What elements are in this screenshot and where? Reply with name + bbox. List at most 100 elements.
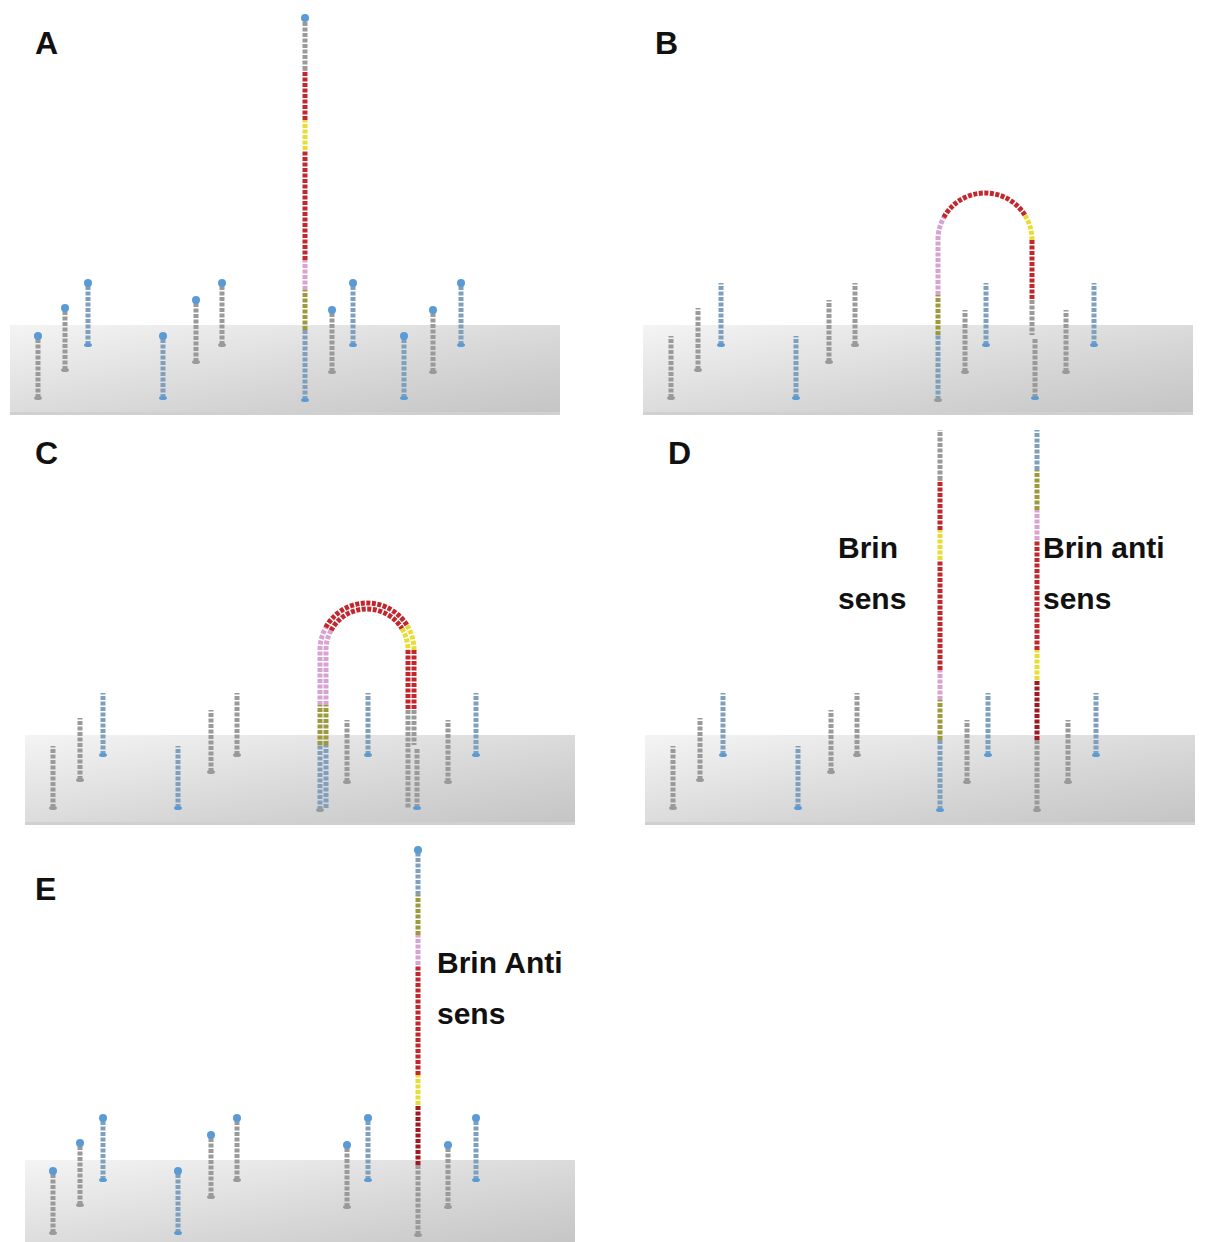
strand-label: Brin Anti sens xyxy=(437,937,587,1039)
strand-segment xyxy=(326,603,407,627)
anchor xyxy=(34,396,42,400)
anchor xyxy=(207,1195,215,1199)
strand-segment xyxy=(1094,693,1099,755)
strand-segment xyxy=(1092,283,1097,345)
anchor xyxy=(343,1205,351,1209)
anchor xyxy=(982,343,990,347)
anchor xyxy=(414,1233,422,1237)
anchor xyxy=(343,780,351,784)
surface-edge xyxy=(10,412,560,415)
strand-segment xyxy=(938,700,943,740)
anchor xyxy=(1092,753,1100,757)
panel-letter: B xyxy=(655,26,678,61)
anchor xyxy=(717,343,725,347)
cap-dot xyxy=(192,296,200,304)
strand-segment xyxy=(459,283,464,345)
strand-segment xyxy=(416,895,421,935)
panel-letter: E xyxy=(35,872,56,907)
cap-dot xyxy=(400,332,408,340)
strand-segment xyxy=(938,217,944,240)
strand-segment xyxy=(671,746,676,808)
cap-dot xyxy=(364,1114,372,1122)
anchor xyxy=(61,368,69,372)
anchor xyxy=(1031,396,1039,400)
flow-cell-surface xyxy=(643,325,1193,415)
strand-segment xyxy=(965,720,970,782)
anchor xyxy=(76,1203,84,1207)
strand-segment xyxy=(938,430,943,480)
strand-segment xyxy=(324,745,329,808)
anchor xyxy=(696,778,704,782)
strand-segment xyxy=(855,693,860,755)
cap-dot xyxy=(174,1167,182,1175)
strand-segment xyxy=(51,746,56,808)
strand-segment xyxy=(696,308,701,370)
strand-segment xyxy=(51,1171,56,1233)
panel-illustration xyxy=(25,603,575,825)
strand-segment xyxy=(446,1145,451,1207)
anchor xyxy=(328,370,336,374)
strand-segment xyxy=(161,336,166,398)
strand-segment xyxy=(1064,310,1069,372)
cap-dot xyxy=(414,846,422,854)
cap-dot xyxy=(301,14,309,22)
anchor xyxy=(49,806,57,810)
anchor xyxy=(364,1178,372,1182)
panel-illustration xyxy=(643,193,1193,415)
anchor xyxy=(444,1205,452,1209)
strand-segment xyxy=(416,850,421,895)
strand-segment xyxy=(235,693,240,755)
cap-dot xyxy=(349,279,357,287)
anchor xyxy=(694,368,702,372)
panel-letter: C xyxy=(35,436,58,471)
anchor xyxy=(207,770,215,774)
anchor xyxy=(99,753,107,757)
anchor xyxy=(159,396,167,400)
strand-segment xyxy=(194,300,199,362)
strand-segment xyxy=(345,720,350,782)
strand-segment xyxy=(1035,680,1040,740)
strand-segment xyxy=(303,18,308,70)
strand-segment xyxy=(1035,510,1040,540)
strand-segment xyxy=(1035,540,1040,650)
strand-segment xyxy=(853,283,858,345)
strand-segment xyxy=(220,283,225,345)
strand-segment xyxy=(936,295,941,335)
strand-segment xyxy=(345,1145,350,1207)
anchor xyxy=(349,343,357,347)
strand-segment xyxy=(827,300,832,362)
cap-dot xyxy=(34,332,42,340)
anchor xyxy=(233,753,241,757)
cap-dot xyxy=(49,1167,57,1175)
cap-dot xyxy=(99,1114,107,1122)
anchor xyxy=(936,808,944,812)
cap-dot xyxy=(159,332,167,340)
strand-segment xyxy=(963,310,968,372)
strand-segment xyxy=(303,120,308,150)
strand-segment xyxy=(698,718,703,780)
strand-segment xyxy=(938,670,943,700)
strand-segment xyxy=(324,650,329,705)
panel-illustration xyxy=(25,846,575,1242)
strand-segment xyxy=(351,283,356,345)
cap-dot xyxy=(457,279,465,287)
anchor xyxy=(1033,808,1041,812)
strand-segment xyxy=(431,310,436,372)
strand-segment xyxy=(416,1105,421,1165)
anchor xyxy=(364,753,372,757)
strand-segment xyxy=(794,336,799,398)
strand-segment xyxy=(303,330,308,400)
strand-segment xyxy=(1035,430,1040,470)
anchor xyxy=(49,1231,57,1235)
cap-dot xyxy=(343,1141,351,1149)
strand-segment xyxy=(86,283,91,345)
strand-segment xyxy=(984,283,989,345)
strand-segment xyxy=(474,693,479,755)
strand-segment xyxy=(324,705,329,745)
anchor xyxy=(719,753,727,757)
anchor xyxy=(457,343,465,347)
anchor xyxy=(1090,343,1098,347)
panel-letter: D xyxy=(668,436,691,471)
anchor xyxy=(84,343,92,347)
